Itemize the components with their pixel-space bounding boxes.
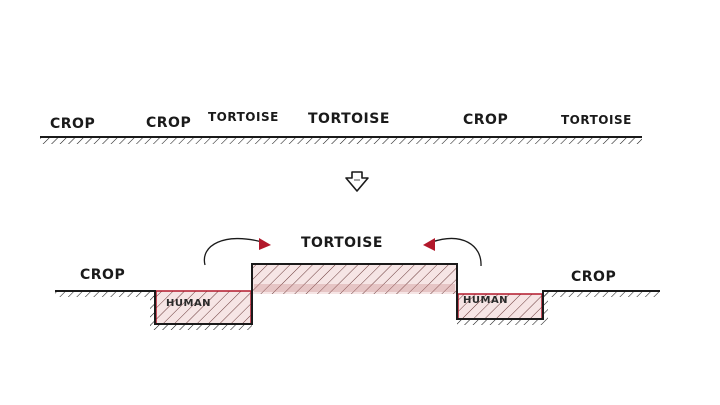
pit-hatch-left-floor xyxy=(150,325,252,330)
left-pit xyxy=(155,290,252,325)
bottom-label-crop-left: CROP xyxy=(80,267,125,283)
top-label-crop-1: CROP xyxy=(50,116,95,132)
top-label-crop-2: CROP xyxy=(146,115,191,131)
pit-hatch-right-floor xyxy=(457,320,543,325)
pit-label-human-left: HUMAN xyxy=(166,298,211,309)
ground-hatch-right xyxy=(544,292,660,297)
pit-hatch-left-wall xyxy=(150,292,155,329)
pit-hatch-right-wall xyxy=(543,292,548,325)
pit-label-human-right: HUMAN xyxy=(463,295,508,306)
top-label-crop-3: CROP xyxy=(463,112,508,128)
curved-arrow-right-icon xyxy=(423,237,482,267)
down-arrow-icon xyxy=(345,171,369,192)
curved-arrow-left-icon xyxy=(203,237,271,266)
raised-block xyxy=(252,264,457,294)
bottom-label-crop-right: CROP xyxy=(571,269,616,285)
top-label-tortoise-1: TORTOISE xyxy=(208,110,279,124)
ground-hatch-left xyxy=(55,292,155,297)
bottom-label-tortoise: TORTOISE xyxy=(301,235,383,251)
top-label-tortoise-3: TORTOISE xyxy=(561,113,632,127)
top-label-tortoise-2: TORTOISE xyxy=(308,111,390,127)
top-ground xyxy=(40,136,642,144)
